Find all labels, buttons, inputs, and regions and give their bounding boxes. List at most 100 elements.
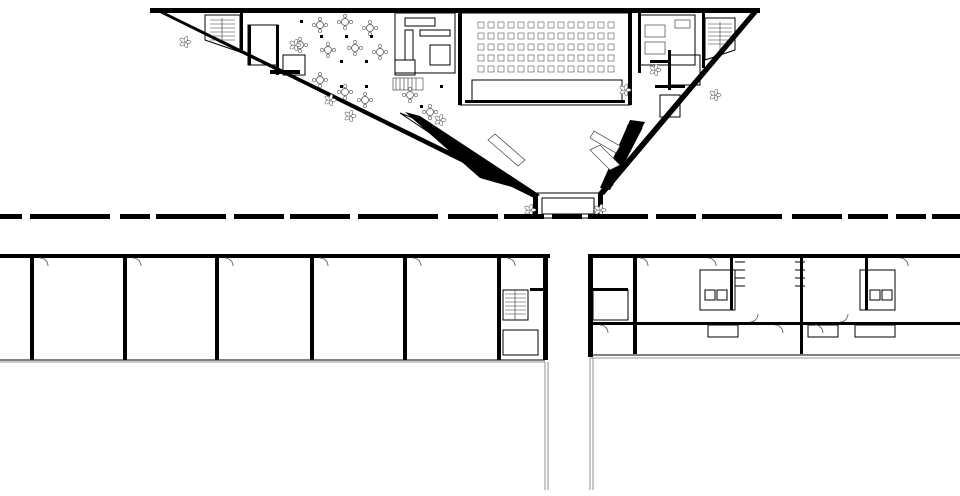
seat: [497, 32, 505, 40]
seat: [517, 32, 525, 40]
chair: [363, 104, 367, 108]
wall-segment: [156, 214, 226, 219]
seat: [477, 54, 485, 62]
east-wing-north-wall: [588, 254, 960, 258]
lecture-hall: [459, 12, 631, 106]
wall-segment: [932, 214, 960, 219]
seat: [537, 21, 545, 29]
seat: [487, 43, 495, 51]
cafe-table: [341, 88, 349, 96]
chair: [422, 110, 426, 114]
seat: [577, 21, 585, 29]
seat: [507, 43, 515, 51]
seat: [477, 32, 485, 40]
wall-segment: [792, 214, 842, 219]
chair: [402, 93, 406, 97]
east-wing: [588, 254, 960, 490]
chair: [369, 98, 373, 102]
chair: [408, 99, 412, 103]
triangular-building: [150, 8, 760, 219]
seat: [577, 43, 585, 51]
chair: [318, 84, 322, 88]
chair: [363, 92, 367, 96]
plant: [524, 203, 537, 217]
seat: [507, 21, 515, 29]
cafe-table: [406, 91, 414, 99]
wall-segment: [0, 214, 22, 219]
wall-segment: [234, 214, 284, 219]
seat: [567, 21, 575, 29]
seat: [477, 43, 485, 51]
seat: [517, 54, 525, 62]
seat: [517, 43, 525, 51]
chair: [428, 116, 432, 120]
chair: [332, 48, 336, 52]
seat: [567, 54, 575, 62]
east-offices: [638, 13, 696, 73]
seat: [497, 54, 505, 62]
seat: [517, 65, 525, 73]
west-stair-core: [204, 13, 306, 76]
seat: [507, 65, 515, 73]
seat: [607, 32, 615, 40]
seat: [597, 54, 605, 62]
seat: [597, 65, 605, 73]
wall-segment: [30, 214, 110, 219]
seat: [497, 65, 505, 73]
east-inner-wedge: [600, 120, 645, 190]
chair: [368, 20, 372, 24]
wall-segment: [358, 214, 438, 219]
seat: [537, 65, 545, 73]
seat: [527, 43, 535, 51]
chair: [343, 26, 347, 30]
chair: [347, 46, 351, 50]
west-wing: [0, 254, 550, 490]
kitchen: [394, 12, 456, 74]
seat: [477, 65, 485, 73]
plant: [179, 35, 192, 49]
chair: [343, 14, 347, 18]
chair: [349, 90, 353, 94]
chair: [359, 46, 363, 50]
seat: [587, 32, 595, 40]
chair: [372, 50, 376, 54]
seat: [597, 21, 605, 29]
columns: [300, 20, 443, 108]
seat: [537, 43, 545, 51]
plant: [289, 38, 302, 52]
seat: [607, 65, 615, 73]
cafe-tables: [292, 14, 438, 120]
chair: [337, 20, 341, 24]
chair: [384, 50, 388, 54]
chair: [343, 84, 347, 88]
east-wing-doors: [599, 257, 909, 334]
seat: [497, 21, 505, 29]
seat: [587, 54, 595, 62]
wall-segment: [896, 214, 926, 219]
wall-segment: [588, 214, 648, 219]
chair: [324, 78, 328, 82]
chair: [298, 49, 302, 53]
plant: [619, 83, 632, 97]
chair: [378, 56, 382, 60]
cafe-table: [351, 44, 359, 52]
seat: [557, 65, 565, 73]
chair: [326, 42, 330, 46]
chair: [414, 93, 418, 97]
seat: [607, 54, 615, 62]
east-stair-core: [650, 13, 736, 118]
seat: [577, 54, 585, 62]
seat: [557, 54, 565, 62]
seat: [607, 43, 615, 51]
seat: [587, 43, 595, 51]
wall-segment: [290, 214, 350, 219]
kitchen-stair: [392, 77, 424, 91]
wall-segment: [656, 214, 696, 219]
west-wing-north-wall: [0, 254, 550, 258]
seat: [477, 21, 485, 29]
chair: [362, 26, 366, 30]
cafe-table: [341, 18, 349, 26]
seat: [497, 43, 505, 51]
chair: [298, 37, 302, 41]
seat: [547, 54, 555, 62]
